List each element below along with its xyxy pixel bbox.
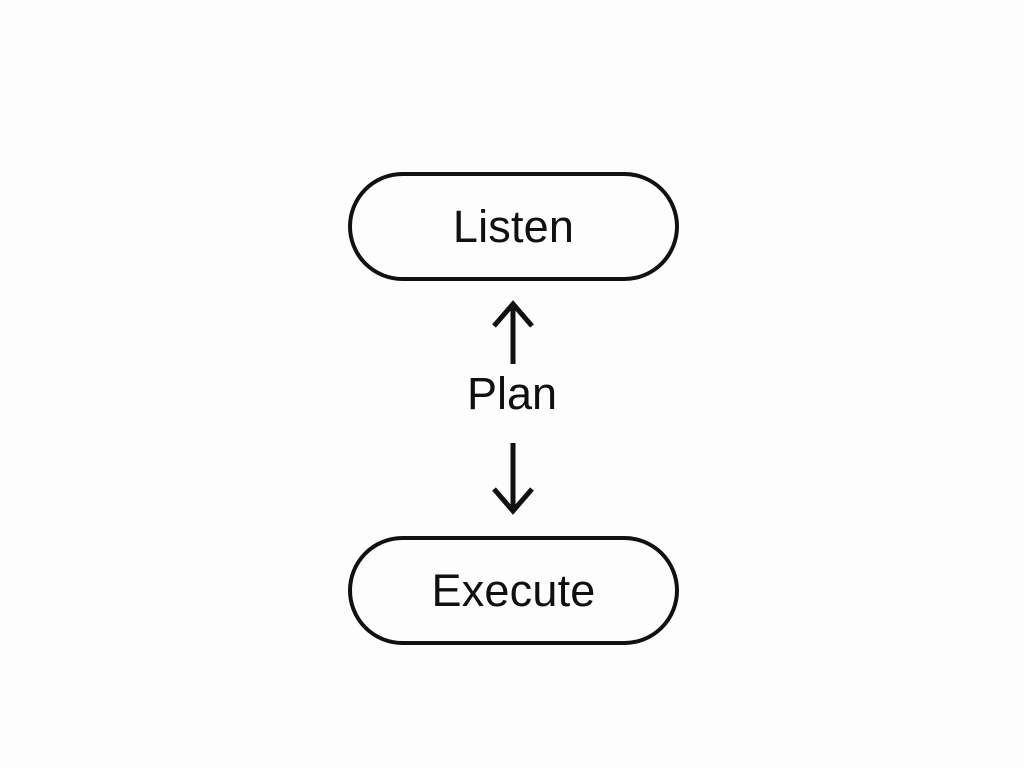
node-execute[interactable]: Execute	[348, 536, 679, 645]
arrow-down-head	[492, 487, 534, 515]
arrow-up-head	[492, 300, 534, 328]
edge-listen-to-execute-arrow-down[interactable]	[492, 443, 534, 515]
node-listen-label: Listen	[452, 201, 575, 252]
node-listen[interactable]: Listen	[348, 172, 679, 281]
edge-execute-to-listen-arrow-up[interactable]	[492, 300, 534, 364]
edge-label-plan: Plan	[466, 368, 558, 419]
node-execute-label: Execute	[431, 565, 596, 616]
